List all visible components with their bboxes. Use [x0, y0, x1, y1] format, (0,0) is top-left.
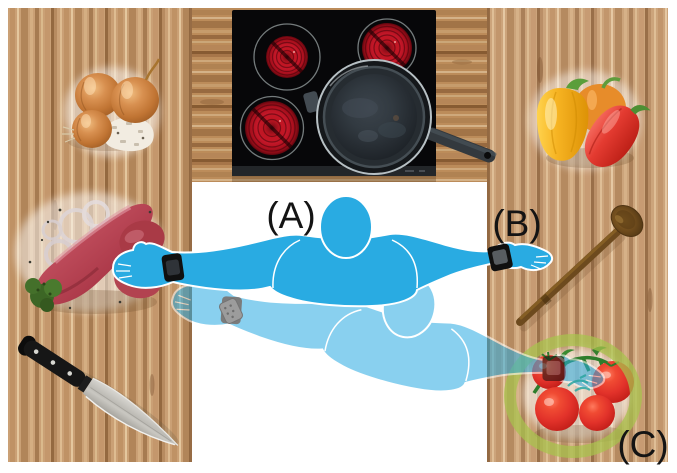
knife-photo [18, 335, 179, 446]
pepper-stem [566, 78, 589, 90]
spoon-bowl [610, 205, 644, 237]
broccoli-floret [25, 278, 62, 312]
stove [232, 10, 497, 182]
spoon-photo [516, 205, 644, 332]
rivet [67, 371, 73, 376]
onions-photo [62, 58, 161, 157]
label-c: (C) [617, 424, 668, 465]
onion-bulb [72, 110, 112, 148]
rivet [50, 360, 56, 365]
onion-sprout [144, 58, 161, 81]
spoon-handle [516, 228, 621, 326]
pepper-stem [630, 105, 651, 115]
stove-bevel [232, 166, 436, 176]
pan-handle [425, 127, 497, 163]
rivet [33, 349, 39, 354]
burner-top-left [253, 23, 321, 91]
onion-bulb [111, 77, 159, 123]
highlight-ring [504, 334, 642, 458]
yellow-pepper [536, 78, 589, 161]
tomato [579, 395, 615, 431]
chopped-onion-pile [103, 117, 154, 152]
raw-meat-loin [35, 203, 153, 305]
knife-bolster [77, 375, 93, 393]
ghost-watch-gray [219, 298, 243, 324]
knife-blade [82, 378, 178, 446]
peppers-photo [529, 70, 651, 170]
red-pepper [584, 105, 651, 167]
burner-bottom-left [239, 95, 305, 161]
label-a: (A) [266, 195, 315, 236]
onion-roots [62, 126, 76, 143]
pan-helper-tab [303, 91, 321, 113]
frying-pan [303, 59, 497, 175]
tomato [535, 387, 579, 431]
label-b: (B) [492, 203, 541, 244]
ghost-hand-vine-reflection [567, 374, 591, 392]
